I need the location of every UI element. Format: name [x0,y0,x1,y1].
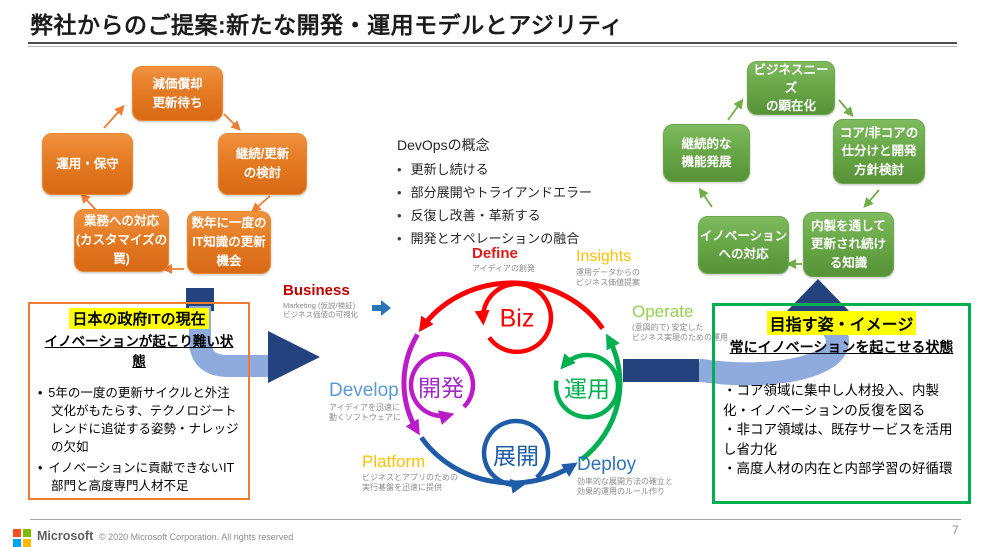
current-state-bullet: イノベーションに貢献できないIT部門と高度専門人材不足 [38,459,240,495]
legacy-box-customize-trap: 業務への対応 (カスタマイズの 罠) [74,209,169,272]
stage-business: Business Marketing (仮説/検証) ビジネス価値の可視化 [283,282,358,320]
page-number: 7 [952,523,959,537]
ops-loop [553,352,621,420]
target-box-core-noncore: コア/非コアの 仕分けと開発 方針検討 [833,119,925,184]
microsoft-wordmark: Microsoft [37,529,94,543]
target-state-title: 目指す姿・イメージ [766,311,917,335]
target-state-line: ・高度人材の内在と内部学習の好循環 [723,461,953,477]
page-title: 弊社からのご提案:新たな開発・運用モデルとアジリティ [30,12,624,38]
current-state-box: 日本の政府ITの現在 イノベーションが起こり難い状態 5年の一度の更新サイクルと… [28,302,250,500]
devops-bullet: 反復し改善・革新する [397,205,672,224]
devops-bullet: 開発とオペレーションの融合 [397,228,672,247]
current-state-bullet: 5年の一度の更新サイクルと外注文化がもたらす、テクノロジートレンドに追従する姿勢… [38,384,240,457]
target-box-innovation-response: イノベーション への対応 [698,216,789,274]
footer-divider [30,519,961,520]
ring-arc-purple [401,333,420,436]
node-develop: 開発 [418,375,464,401]
legacy-cycle-arrows [80,105,271,274]
target-state-subtitle: 常にイノベーションを起こせる状態 [729,339,954,355]
devops-bullet: 更新し続ける [397,159,672,178]
current-state-title: 日本の政府ITの現在 [69,308,209,329]
current-state-subtitle: イノベーションが起こり難い状態 [44,334,234,369]
devops-bullet: 部分展開やトライアンドエラー [397,182,672,201]
title-divider [28,42,957,47]
stage-platform: Platform ビジネスとアプリのための 実行基盤を迅速に提供 [362,452,458,492]
node-operate: 運用 [564,376,610,402]
legacy-box-operation-maintenance: 運用・保守 [42,133,133,195]
target-box-business-needs: ビジネスニーズ の顕在化 [747,61,835,115]
devops-concept: DevOpsの概念 更新し続ける 部分展開やトライアンドエラー 反復し改善・革新… [397,135,672,247]
target-state-box: 目指す姿・イメージ 常にイノベーションを起こせる状態 ・コア領域に集中し人材投入… [712,303,971,504]
target-box-continuous-growth: 継続的な 機能発展 [663,124,750,182]
stage-define: Define アイディアの創発 [472,245,536,273]
microsoft-logo-icon [13,529,31,547]
ring-arc-green [579,333,623,462]
target-box-inhouse-knowledge: 内製を通して 更新され続け る知識 [803,212,894,277]
node-biz: Biz [499,304,535,333]
stage-insights: Insights 運用データからの ビジネス価値提案 [576,248,640,287]
dev-loop [408,351,476,425]
node-deploy: 展開 [493,443,539,469]
stage-deploy: Deploy 効率的な展開方法の確立と 効果的運用のルール作り [577,454,673,496]
devops-heading: DevOpsの概念 [397,137,490,153]
target-state-line: ・コア領域に集中し人材投入、内製化・イノベーションの反復を図る [723,383,939,418]
legacy-box-renewal-study: 継続/更新 の検討 [218,133,307,195]
ring-arc-blue [419,436,578,486]
legacy-box-depreciation: 減価償却 更新待ち [132,66,223,121]
target-state-line: ・非コア領域は、既存サービスを活用し省力化 [723,422,953,457]
copyright-text: © 2020 Microsoft Corporation. All rights… [99,532,294,542]
business-flow-arrow-icon [372,300,391,316]
legacy-to-devops-arrow [186,288,320,383]
biz-loop [474,281,554,355]
stage-operate: Operate (意図的で) 安定した ビジネス実現のための運用 [632,302,728,342]
target-cycle-arrows [698,98,880,269]
stage-develop: Develop アイディアを迅速に 動くソフトウェアに [329,380,401,422]
legacy-box-it-knowledge: 数年に一度の IT知識の更新 機会 [187,211,271,274]
deploy-loop [481,418,551,494]
devops-loops [408,281,621,494]
